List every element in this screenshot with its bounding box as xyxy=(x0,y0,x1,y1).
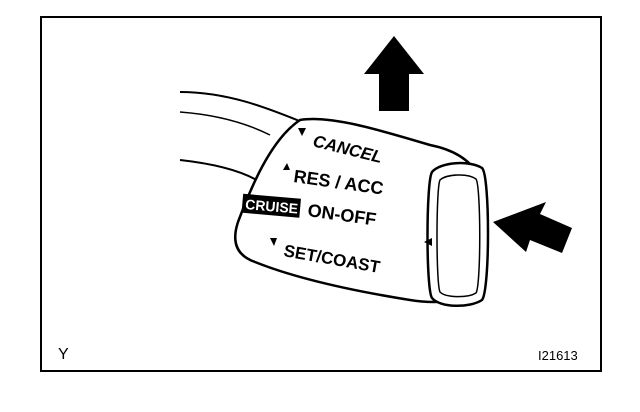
figure-corner-label: Y xyxy=(58,346,69,363)
left-arrow-icon xyxy=(493,202,572,253)
cruise-badge: CRUISE xyxy=(241,193,301,218)
cancel-indicator-icon xyxy=(298,128,306,136)
on-off-indicator-icon xyxy=(424,238,432,246)
set-coast-indicator-icon xyxy=(270,238,277,246)
label-cruise: CRUISE xyxy=(245,196,299,217)
up-arrow-icon xyxy=(364,36,424,111)
figure-id-label: I21613 xyxy=(538,348,578,363)
figure-frame xyxy=(40,16,602,372)
switch-body xyxy=(234,117,480,304)
switch-end-cap xyxy=(426,161,490,307)
res-acc-indicator-icon xyxy=(283,163,290,170)
